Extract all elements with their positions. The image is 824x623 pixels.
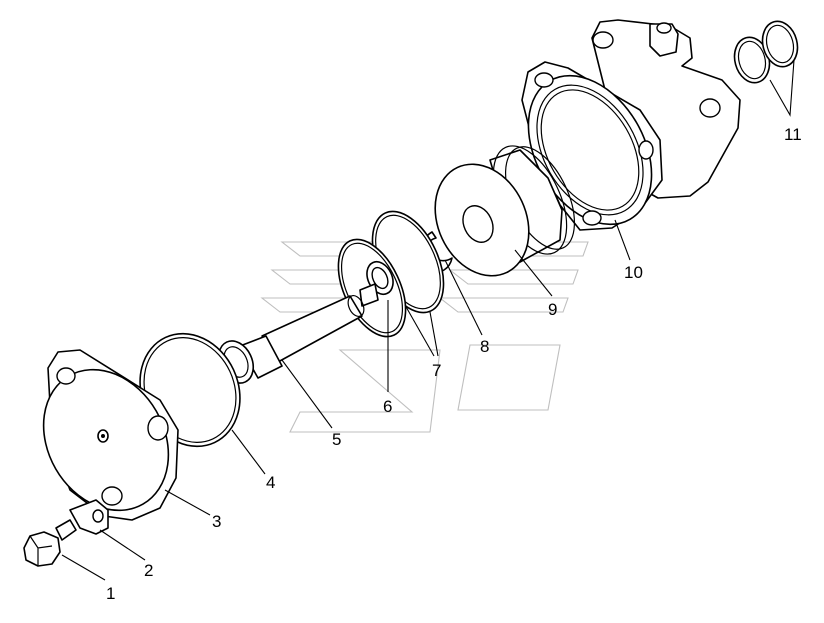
callout-9: 9 [548,300,557,319]
end-cover-part-3 [42,349,179,521]
shaft-part-5 [217,283,379,384]
callout-1: 1 [106,584,115,603]
callout-10: 10 [624,263,643,282]
callout-2: 2 [144,561,153,580]
pulley-part-9 [434,145,576,277]
leader-lines [61,59,795,581]
o-rings-part-11 [733,20,799,84]
callout-4: 4 [266,473,275,492]
callout-11: 11 [784,125,802,144]
hex-bolt-part-1 [23,519,77,567]
callout-5: 5 [332,430,341,449]
callout-8: 8 [480,337,489,356]
callouts: 1 2 3 4 5 6 7 8 9 10 11 [106,125,802,603]
callout-7: 7 [432,361,441,380]
lock-washer-part-2 [69,499,109,535]
callout-6: 6 [383,397,392,416]
callout-3: 3 [212,512,221,531]
